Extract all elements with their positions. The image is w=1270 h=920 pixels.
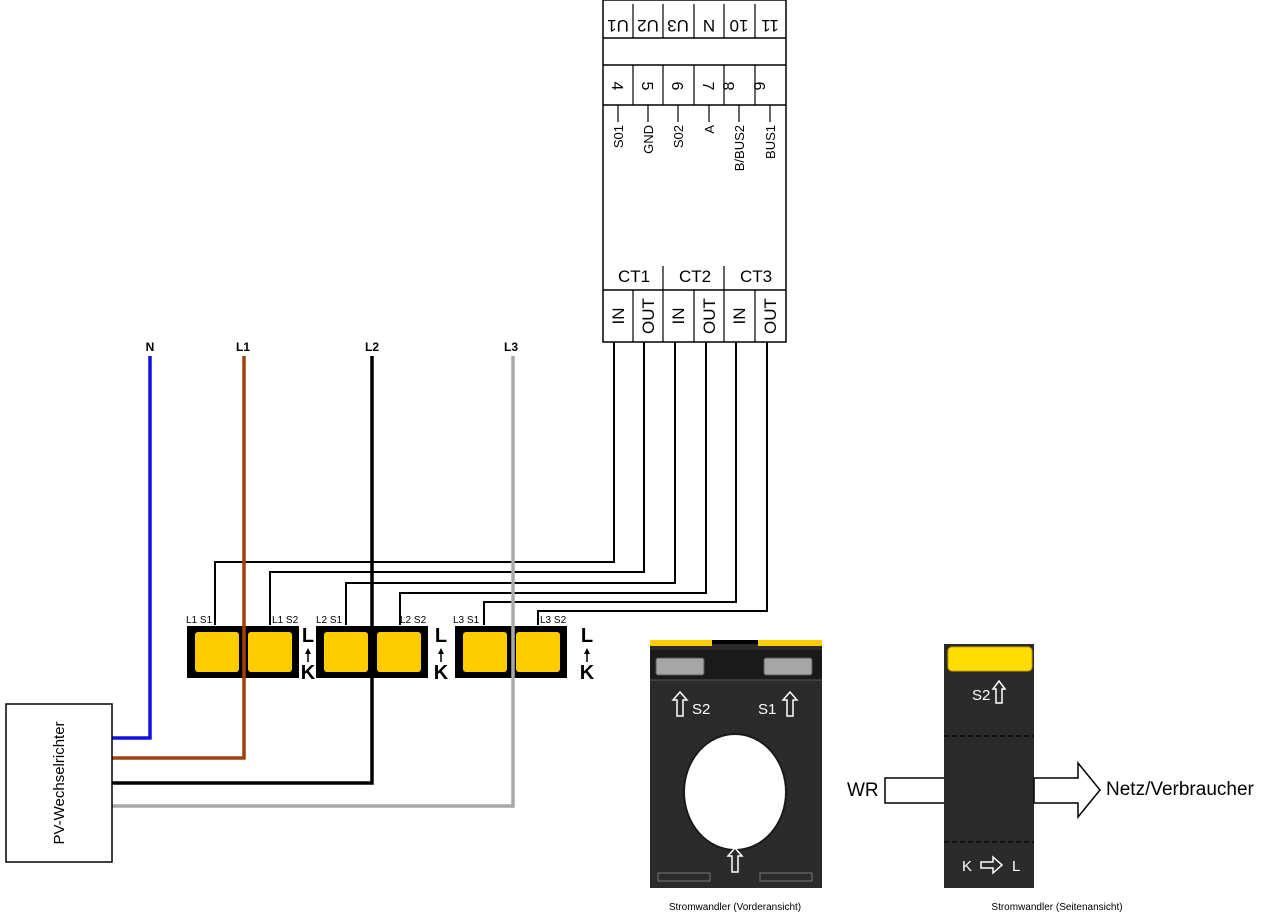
ct2-out: OUT [700, 298, 719, 334]
front-view-caption: Stromwandler (Vorderansicht) [669, 902, 801, 913]
direction-marker-3: L K [580, 625, 595, 684]
ct3-header: CT3 [740, 267, 772, 286]
signal-stubs [617, 105, 771, 122]
energy-meter: U1 U2 U3 N 10 11 4 5 6 7 8 9 S01 GND S02… [602, 0, 787, 343]
ct-signal-wires [214, 342, 768, 625]
meter-terminal-dividers [632, 4, 756, 342]
front-s2-arrow-icon [671, 690, 689, 717]
clamp-l2-s1-label: L2 S1 [316, 615, 343, 626]
terminal-u3: U3 [667, 16, 689, 35]
dir3-l: L [581, 625, 593, 647]
ct1-in: IN [609, 308, 628, 325]
dir2-l: L [435, 625, 447, 647]
front-bottom-arrow-icon [726, 846, 744, 873]
terminal-10: 10 [730, 16, 749, 35]
ct-front-view: S2 S1 Stromwandler (Vorderansicht) [650, 640, 822, 913]
ct-side-view: WR S2 K L Netz/Verbraucher Stromwandler … [847, 644, 1255, 913]
terminal-7: 7 [699, 82, 716, 91]
ct1-out: OUT [639, 298, 658, 334]
clamp-l3-s2-label: L3 S2 [540, 615, 567, 626]
wire-l1-s1 [214, 342, 615, 625]
phase-labels: N L1 L2 L3 [146, 340, 519, 354]
ct3-in: IN [730, 308, 749, 325]
wire-l2 [112, 356, 374, 785]
terminal-8: 8 [721, 81, 738, 90]
ct2-header: CT2 [679, 267, 711, 286]
wire-l1 [112, 356, 246, 760]
label-l2: L2 [365, 340, 379, 354]
signal-s01: S01 [611, 125, 626, 148]
side-l-label: L [1012, 858, 1020, 875]
dir1-l: L [302, 625, 314, 647]
wire-l3 [112, 356, 515, 808]
ct2-in: IN [669, 308, 688, 325]
wr-flow-arrow [884, 777, 946, 804]
label-n: N [146, 340, 155, 354]
pv-inverter: PV-Wechselrichter [5, 703, 113, 863]
netz-label: Netz/Verbraucher [1106, 779, 1255, 800]
terminal-9: 9 [752, 81, 769, 90]
side-k-to-l-arrow-icon [980, 855, 1004, 875]
clamp-l2-s2-label: L2 S2 [400, 615, 427, 626]
direction-marker-1: L K [301, 625, 316, 684]
dir1-k: K [301, 662, 316, 684]
dir2-k: K [434, 662, 449, 684]
wire-l2-s1 [345, 342, 676, 625]
wire-l1-s2 [269, 342, 645, 625]
wire-l3-s2 [537, 342, 768, 625]
wire-n [112, 356, 152, 740]
wire-l3-s1 [483, 342, 737, 625]
top-terminal-labels: U1 U2 U3 N 10 11 [607, 16, 779, 35]
ct-hole [683, 733, 787, 851]
ct-terminal-labels: IN OUT IN OUT IN OUT [609, 298, 780, 334]
wr-label: WR [847, 780, 879, 801]
terminal-5: 5 [638, 82, 655, 91]
terminal-11: 11 [761, 16, 779, 35]
front-s1-label: S1 [758, 701, 776, 718]
netz-flow-arrow [1033, 760, 1101, 820]
numbered-terminals: 4 5 6 7 8 9 [608, 81, 769, 90]
label-l3: L3 [504, 340, 518, 354]
terminal-6: 6 [668, 82, 685, 91]
ct-group-headers: CT1 CT2 CT3 [618, 267, 772, 286]
front-s1-arrow-icon [781, 690, 799, 717]
signal-b-bus2: B/BUS2 [732, 125, 747, 171]
side-s2-arrow-icon [991, 679, 1007, 704]
signal-a: A [702, 125, 717, 134]
signal-gnd: GND [641, 125, 656, 154]
signal-bus1: BUS1 [763, 125, 778, 159]
direction-marker-2: L K [434, 625, 449, 684]
inverter-label: PV-Wechselrichter [51, 721, 68, 844]
side-view-caption: Stromwandler (Seitenansicht) [991, 902, 1122, 913]
clamp-l3: L3 S1 L3 S2 [453, 615, 567, 678]
signal-labels: S01 GND S02 A B/BUS2 BUS1 [611, 125, 778, 172]
terminal-n: N [703, 16, 715, 35]
signal-s02: S02 [671, 125, 686, 148]
side-s2-label: S2 [972, 687, 990, 704]
ct1-header: CT1 [618, 267, 650, 286]
clamp-l3-s1-label: L3 S1 [453, 615, 480, 626]
meter-body [602, 0, 787, 343]
front-s2-label: S2 [692, 701, 710, 718]
clamp-l1-s2-label: L1 S2 [272, 615, 299, 626]
side-k-label: K [962, 858, 972, 875]
terminal-u2: U2 [637, 16, 659, 35]
wire-l2-s2 [399, 342, 707, 625]
dir3-k: K [580, 662, 595, 684]
terminal-u1: U1 [607, 16, 629, 35]
phase-wires [112, 356, 515, 808]
label-l1: L1 [236, 340, 250, 354]
ct3-out: OUT [761, 298, 780, 334]
clamp-l1-s1-label: L1 S1 [186, 615, 213, 626]
phase-wires-through-clamps [242, 626, 515, 678]
terminal-4: 4 [608, 82, 625, 91]
